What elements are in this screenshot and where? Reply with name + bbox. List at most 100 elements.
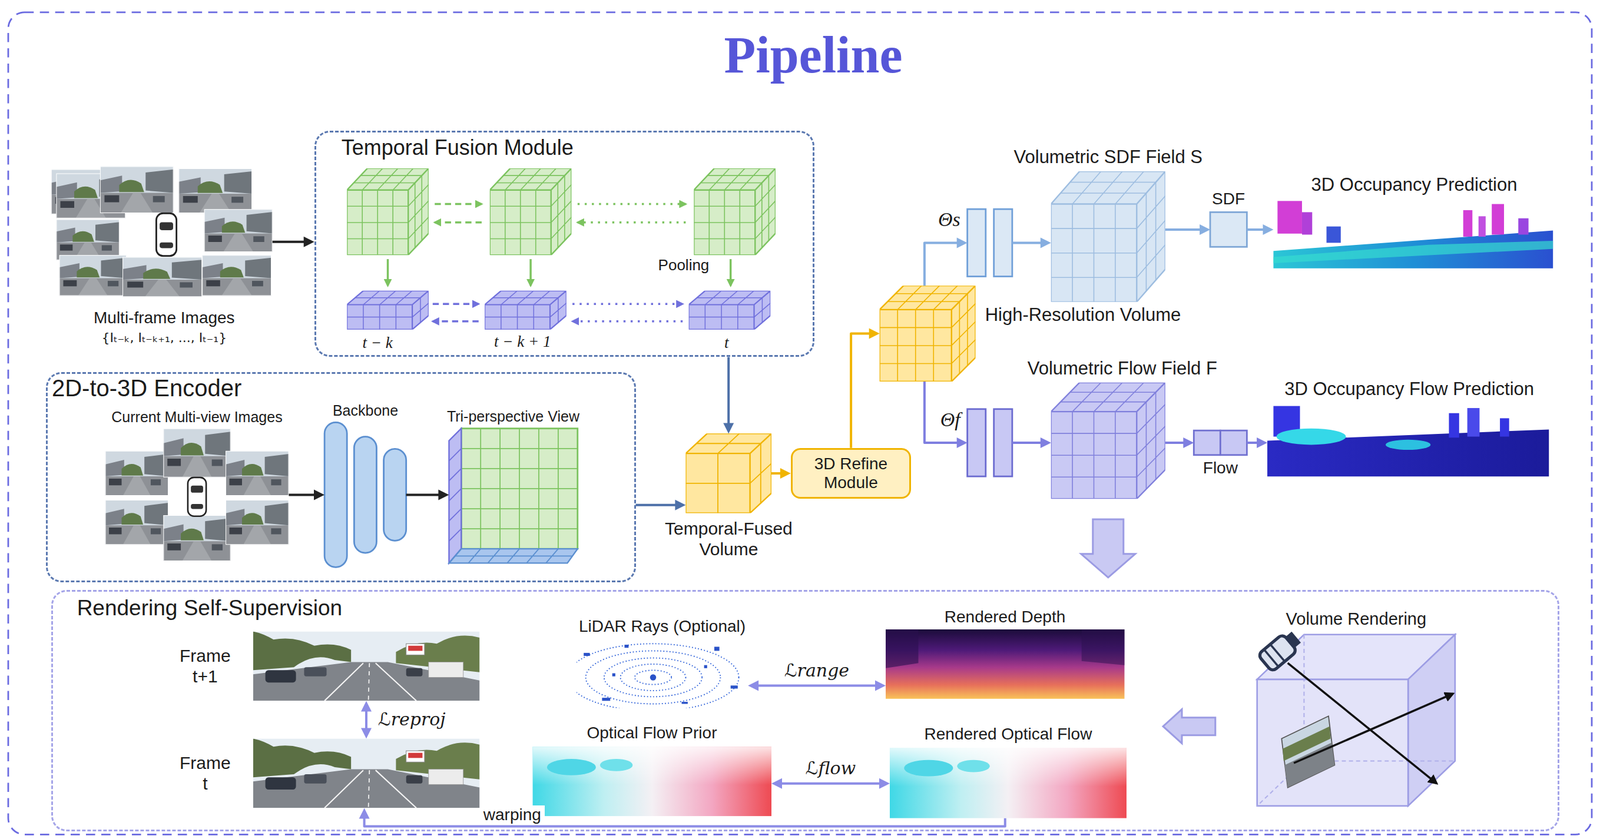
volume-rendering: Volume Rendering [1253, 632, 1460, 808]
connector-line [779, 782, 883, 785]
refine-module: 3D Refine Module [790, 448, 912, 500]
multiview-image: Current Multi-view Images [104, 428, 289, 562]
flow-render [1267, 406, 1549, 477]
arrow-head [771, 778, 783, 790]
arrow-head [723, 422, 734, 434]
node-label: Multi-frame Images [93, 308, 235, 328]
hollow-arrow [1163, 709, 1216, 744]
node-label: Tri-perspective View [446, 408, 580, 426]
arrow-head [1040, 237, 1052, 248]
connector-line [755, 684, 879, 687]
flow-image: 3D Occupancy Flow Prediction [1267, 402, 1552, 477]
node-label: {Iₜ₋ₖ, Iₜ₋ₖ₊₁, ..., Iₜ₋₁} [101, 330, 227, 346]
arrow-head [360, 700, 372, 712]
node-label: Current Multi-view Images [111, 408, 283, 426]
connector-line [727, 357, 730, 427]
module-container: Temporal Fusion Module [314, 130, 815, 358]
prediction-head: Θf [967, 408, 1013, 478]
edge-label: warping [479, 805, 545, 825]
depth-render [885, 629, 1125, 700]
node-label: Flow [1203, 458, 1238, 478]
node-label: Optical Flow Prior [587, 723, 718, 743]
free-label: t [724, 333, 730, 353]
multi-view-photos [105, 428, 290, 562]
connector-line [1012, 241, 1044, 244]
page-title: Pipeline [723, 25, 903, 85]
encoder-container: 2D-to-3D EncoderCurrent Multi-view Image… [45, 372, 636, 583]
volumes [685, 171, 1165, 513]
edge-label: ℒflow [802, 758, 860, 780]
flow-output-box: Flow [1193, 430, 1247, 456]
flow-volume: Volumetric Flow Field F [1051, 382, 1166, 500]
node-label: Frame t [179, 753, 231, 794]
node-label: LiDAR Rays (Optional) [578, 617, 746, 636]
arrow-head [1199, 224, 1211, 235]
connector-line [924, 381, 960, 443]
node-label: Frame t+1 [179, 646, 231, 687]
arrow-head [875, 680, 886, 691]
edge-label: ℒrange [780, 660, 853, 682]
arrow-head [956, 437, 968, 449]
arrow-head [869, 328, 880, 340]
connector [635, 499, 687, 511]
connector [1163, 709, 1216, 744]
node-label: 3D Occupancy Flow Prediction [1284, 378, 1535, 400]
image-stack: Multi-frame Images{Iₜ₋ₖ, Iₜ₋ₖ₊₁, ..., Iₜ… [55, 166, 273, 297]
node-label: Volume Rendering [1286, 609, 1427, 629]
arrow-head [303, 236, 315, 248]
connector [288, 489, 325, 500]
connector [1012, 237, 1052, 248]
arrow-head [956, 237, 968, 248]
tpv-grid: Tri-perspective View [448, 428, 578, 568]
lidar-rays [567, 638, 748, 712]
connector-line [365, 708, 368, 732]
connector [360, 700, 372, 739]
temporal-fusion-illustration [346, 168, 776, 330]
node-label: 2D-to-3D Encoder [51, 374, 242, 402]
connector-line [850, 333, 873, 449]
node-label: 3D Refine Module [797, 454, 904, 493]
prediction-head: Θs [967, 207, 1013, 278]
node-label: Θf [940, 408, 961, 432]
arrow-head [359, 807, 370, 819]
arrow-head [879, 778, 890, 790]
free-label: t − k [362, 333, 393, 353]
connector-line [406, 493, 442, 496]
node-label: 3D Occupancy Prediction [1311, 174, 1518, 196]
supervision-container: Rendering Self-SupervisionFrame t+1Frame… [51, 590, 1560, 833]
free-label: t − k + 1 [494, 332, 551, 351]
node-label: Rendered Optical Flow [924, 724, 1093, 744]
arrow-head [674, 499, 686, 511]
arrow-head [313, 489, 325, 500]
connector [850, 328, 880, 449]
tri-perspective-grid [448, 428, 578, 564]
rendered-flow-image: Rendered Optical Flow [889, 747, 1127, 819]
node-label: Backbone [332, 402, 399, 420]
sdf-output-box: SDF [1210, 211, 1247, 247]
edge-label: ℒreproj [374, 709, 450, 731]
arrow-head [1040, 437, 1052, 449]
node-label: High-Resolution Volume [985, 304, 1182, 326]
connector-line [364, 815, 1006, 827]
connector-line [635, 504, 679, 507]
node-label: SDF [1211, 189, 1245, 209]
backbone-bars [324, 422, 407, 568]
flow-prior-image: Optical Flow Prior [532, 746, 771, 817]
multi-frame-photos [51, 166, 273, 297]
node-label: Temporal Fusion Module [341, 135, 574, 160]
node-label: Θs [938, 207, 961, 231]
frame-photos [253, 631, 480, 808]
connector [1165, 224, 1211, 235]
volume-rendering-figure [1257, 628, 1456, 807]
node-label: Rendering Self-Supervision [77, 595, 343, 622]
optical-flow-images [532, 746, 1127, 818]
connector [723, 357, 734, 435]
high-res-volume: High-Resolution Volume [879, 285, 976, 382]
sdf-volume: Volumetric SDF Field S [1051, 171, 1166, 303]
arrow-head [780, 468, 791, 479]
connector [747, 680, 886, 691]
fused-volume: Temporal-Fused Volume [685, 433, 772, 513]
connector [771, 468, 791, 479]
node-label: Rendered Depth [944, 607, 1066, 627]
